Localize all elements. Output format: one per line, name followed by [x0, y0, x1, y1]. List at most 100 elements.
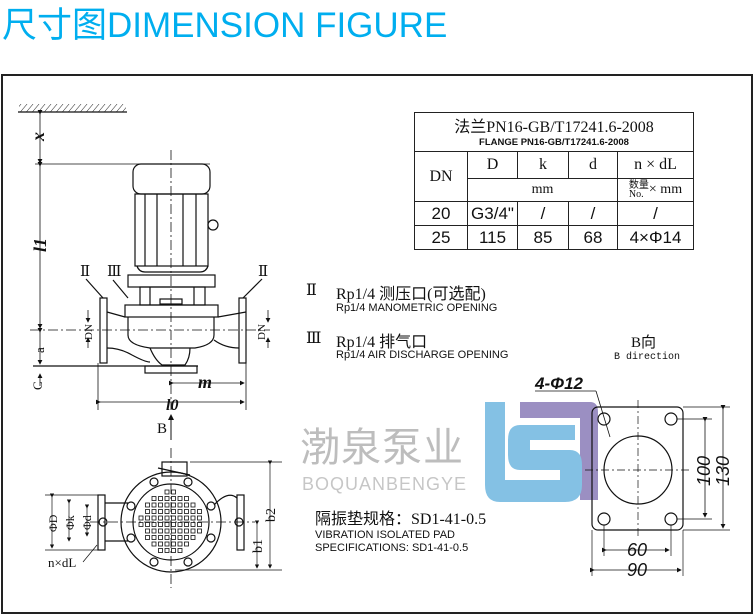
dim-m-label: m [198, 372, 212, 392]
grid-cell [164, 515, 170, 521]
grid-cell [190, 528, 196, 534]
grid-cell [145, 522, 150, 527]
grid-cell [138, 515, 144, 521]
dim-dn-left: DN [83, 324, 95, 340]
grid-cell [164, 496, 170, 501]
grid-cell [177, 522, 183, 527]
dim-x-label: x [28, 132, 48, 142]
grid-cell [171, 489, 176, 495]
cell-D: 115 [467, 225, 518, 250]
grid-cell [138, 522, 144, 527]
grid-cell [177, 515, 183, 521]
flange-title-cn: 法兰PN16-GB/T17241.6-2008 [414, 112, 694, 137]
logo-purple-shape [498, 402, 598, 500]
legend-3-cn: Rp1/4 排气口 [336, 334, 428, 351]
dim-b2: b2 [264, 508, 279, 522]
grid-cell [145, 528, 150, 534]
cell-k: 85 [517, 225, 569, 250]
grid-cell [171, 522, 176, 527]
unit-mm: mm [467, 178, 618, 202]
drawing-frame [1, 74, 753, 614]
grid-cell [177, 509, 183, 514]
col-k: k [517, 151, 569, 179]
cell-dn: 20 [414, 201, 468, 226]
grid-cell [164, 528, 170, 534]
motor-cap [132, 163, 211, 195]
pad-spec-en-1: VIBRATION ISOLATED PAD [315, 529, 455, 541]
legend-2-cn: Rp1/4 测压口(可选配) [336, 286, 486, 303]
col-ndl: n × dL [617, 151, 694, 179]
dim-dn-right: DN [256, 324, 268, 340]
grid-cell [145, 509, 150, 514]
pump-side-view [30, 110, 271, 440]
grid-cell [158, 509, 163, 514]
dim-phi-d: Φd [80, 515, 94, 530]
watermark-cn: 渤泉泵业 [300, 425, 464, 471]
grid-cell [184, 541, 189, 547]
dim-60: 60 [627, 540, 647, 560]
mark-3: Ⅲ [107, 264, 121, 280]
grid-cell [184, 535, 189, 540]
mark-2-left: Ⅱ [80, 264, 90, 280]
mark-2-right: Ⅱ [258, 264, 268, 280]
grid-cell [171, 509, 176, 514]
grid-cell [184, 509, 189, 514]
b-view-title-en: B direction [614, 352, 681, 363]
dim-130: 130 [713, 456, 733, 486]
dim-100: 100 [694, 456, 714, 486]
grid-cell [184, 515, 189, 521]
grid-cell [164, 541, 170, 547]
cell-ndl: / [617, 201, 694, 226]
grid-cell [171, 502, 176, 508]
grid-cell [171, 548, 176, 553]
count-cn: 数量 [628, 180, 649, 191]
grid-cell [177, 528, 183, 534]
grid-cell [197, 528, 202, 534]
grid-cell [190, 535, 196, 540]
grid-cell [177, 535, 183, 540]
flange-title-en: FLANGE PN16-GB/T17241.6-2008 [414, 137, 694, 152]
dim-n-dl: n×dL [48, 555, 76, 570]
legend-2-en: Rp1/4 MANOMETRIC OPENING [336, 302, 498, 314]
b-direction-plate [535, 390, 730, 576]
grid-cell [158, 502, 163, 508]
grid-cell [151, 522, 157, 527]
cell-ndl: 4×Φ14 [617, 225, 694, 250]
grid-cell [190, 515, 196, 521]
grid-cell [158, 541, 163, 547]
grid-cell [177, 541, 183, 547]
dim-90: 90 [627, 560, 647, 580]
watermark-en: BOQUANBENGYE [302, 474, 468, 494]
grid-cell [151, 502, 157, 508]
grid-cell [164, 522, 170, 527]
grid-cell [158, 535, 163, 540]
dim-a-label: a [32, 347, 47, 353]
legend-3-mark: Ⅲ [306, 330, 322, 347]
grid-cell [171, 535, 176, 540]
grid-cell [151, 496, 157, 501]
grid-cell [164, 489, 170, 495]
grid-cell [197, 515, 202, 521]
cell-d: / [568, 201, 618, 226]
grid-cell [190, 509, 196, 514]
grid-cell [171, 528, 176, 534]
grid-cell [145, 535, 150, 540]
legend-2-mark: Ⅱ [306, 282, 317, 299]
pump-top-view [45, 448, 282, 588]
page-title: 尺寸图DIMENSION FIGURE [2, 6, 448, 45]
dim-l1-label: l1 [30, 238, 50, 252]
dim-b1: b1 [251, 539, 266, 553]
table-row: 20 G3/4" / / / [414, 201, 694, 226]
grid-cell [151, 541, 157, 547]
grid-cell [151, 535, 157, 540]
grid-cell [151, 528, 157, 534]
cell-D: G3/4" [467, 201, 518, 226]
grid-cell [184, 528, 189, 534]
grid-cell [171, 515, 176, 521]
view-b-arrow-label: B [157, 421, 167, 437]
grid-cell [158, 496, 163, 501]
motor-fan-grid [138, 489, 202, 553]
grid-cell [158, 528, 163, 534]
